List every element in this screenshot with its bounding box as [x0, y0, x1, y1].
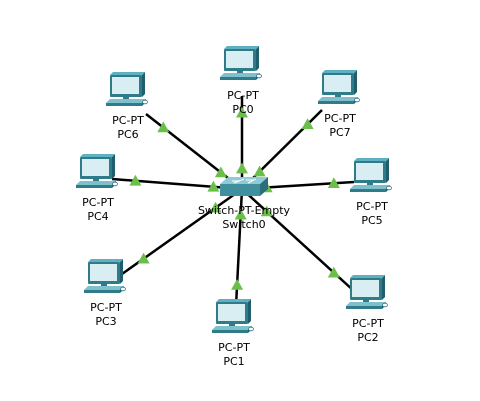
pc-icon[interactable]	[105, 71, 148, 107]
link-switch-pc3[interactable]	[121, 187, 243, 276]
device-name-label: PC3	[95, 315, 116, 328]
device-name-label: PC4	[87, 210, 108, 223]
device-name-label: PC5	[361, 214, 382, 227]
nodes-layer: PC-PTPC0PC-PTPC1PC-PTPC2PC-PTPC3PC-PTPC4…	[75, 45, 392, 368]
link-status-pc-end	[129, 174, 142, 186]
link-status-switch-end	[260, 205, 273, 217]
link-status-pc-end	[301, 118, 314, 130]
device-model-label: Switch-PT-Empty	[198, 204, 291, 217]
device-name-label: PC0	[232, 103, 253, 116]
device-model-label: PC-PT	[356, 200, 388, 213]
device-model-label: PC-PT	[82, 196, 114, 209]
device-model-label: PC-PT	[218, 341, 250, 354]
pc-icon[interactable]	[75, 153, 118, 189]
device-name-label: PC2	[357, 331, 378, 344]
link-status-switch-end	[234, 208, 247, 220]
link-switch-pc6[interactable]	[145, 113, 243, 190]
link-status-switch-end	[253, 165, 266, 177]
pc-icon[interactable]	[219, 45, 262, 81]
link-status-pc-end	[137, 252, 150, 264]
device-model-label: PC-PT	[90, 301, 122, 314]
link-switch-pc7[interactable]	[241, 109, 323, 190]
link-status-pc-end	[231, 278, 244, 290]
device-name-label: Switch0	[222, 218, 265, 231]
device-name-label: PC7	[329, 126, 350, 139]
links-layer	[111, 96, 355, 307]
link-switch-pc2[interactable]	[241, 188, 355, 292]
link-status-pc-end	[157, 121, 170, 133]
device-model-label: PC-PT	[227, 89, 259, 102]
pc-icon[interactable]	[211, 298, 254, 334]
link-status-switch-end	[207, 180, 220, 192]
link-status-switch-end	[214, 166, 227, 178]
link-status-switch-end	[236, 162, 248, 174]
link-switch-pc1[interactable]	[231, 188, 247, 307]
pc-icon[interactable]	[317, 69, 360, 105]
device-model-label: PC-PT	[112, 114, 144, 127]
link-status-pc-end	[236, 106, 248, 118]
device-name-label: PC1	[223, 355, 244, 368]
device-model-label: PC-PT	[324, 112, 356, 125]
device-model-label: PC-PT	[352, 317, 384, 330]
pc-icon[interactable]	[83, 258, 126, 294]
switch-icon[interactable]	[219, 176, 269, 197]
pc-icon[interactable]	[349, 157, 392, 193]
link-switch-pc0[interactable]	[236, 96, 248, 189]
link-status-pc-end	[327, 266, 340, 278]
pc-icon[interactable]	[345, 274, 388, 310]
link-status-switch-end	[209, 201, 222, 213]
link-status-pc-end	[327, 177, 340, 189]
device-name-label: PC6	[117, 128, 138, 141]
